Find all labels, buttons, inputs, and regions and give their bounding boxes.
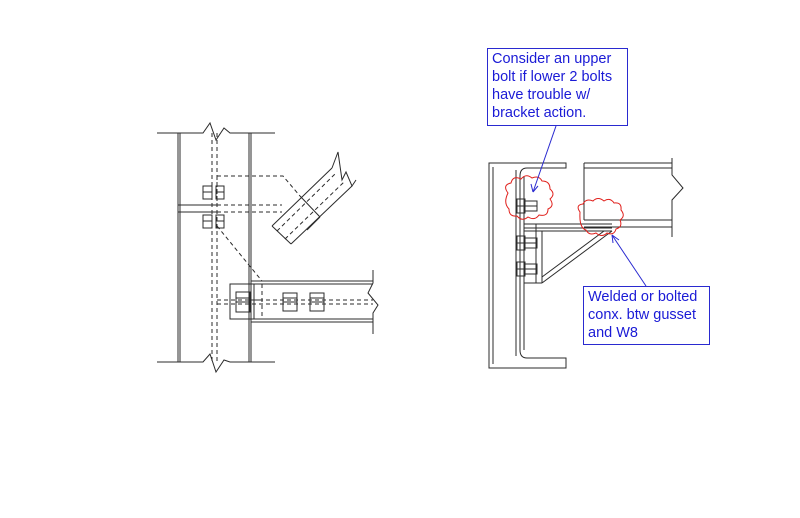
upper-bolt-revision-cloud	[505, 175, 554, 220]
left-connection-detail	[157, 121, 379, 374]
bracket-seat	[524, 223, 613, 284]
right-connection-detail	[488, 158, 684, 369]
column-section	[488, 162, 567, 369]
w8-beam-break-line	[671, 158, 684, 237]
gusset-weld-revision-cloud	[577, 198, 624, 236]
upper-bolt-note-line-2: bolt if lower 2 bolts	[492, 69, 613, 85]
gusset-note-leader	[611, 234, 647, 287]
beam-side-view	[217, 270, 379, 334]
upper-bolt-note-line-3: have trouble w/	[492, 87, 591, 103]
bracket-gusset-edge	[541, 230, 613, 284]
column-top-break-line	[157, 121, 275, 142]
upper-bolt-note: Consider an upper bolt if lower 2 bolts …	[487, 48, 628, 126]
upper-note-leader	[532, 125, 557, 193]
gusset-column-bolts	[202, 185, 225, 229]
gusset-connection-note: Welded or bolted conx. btw gusset and W8	[583, 286, 710, 345]
gusset-note-line-3: and W8	[588, 325, 638, 341]
upper-bolt-note-line-1: Consider an upper	[492, 51, 612, 67]
beam-break-line	[367, 270, 379, 334]
beam-bolts	[235, 291, 325, 313]
brace-break-line	[331, 151, 357, 188]
diagonal-brace	[271, 151, 357, 245]
beam-shear-plate	[229, 283, 255, 320]
column-bracket-bolts	[516, 198, 538, 277]
w8-beam	[583, 158, 684, 237]
column-bottom-break-line	[157, 353, 275, 374]
gusset-note-line-2: conx. btw gusset	[588, 307, 696, 323]
upper-bolt-note-line-4: bracket action.	[492, 105, 587, 121]
gusset-plate-outline	[216, 175, 301, 205]
gusset-note-line-1: Welded or bolted	[588, 289, 698, 305]
